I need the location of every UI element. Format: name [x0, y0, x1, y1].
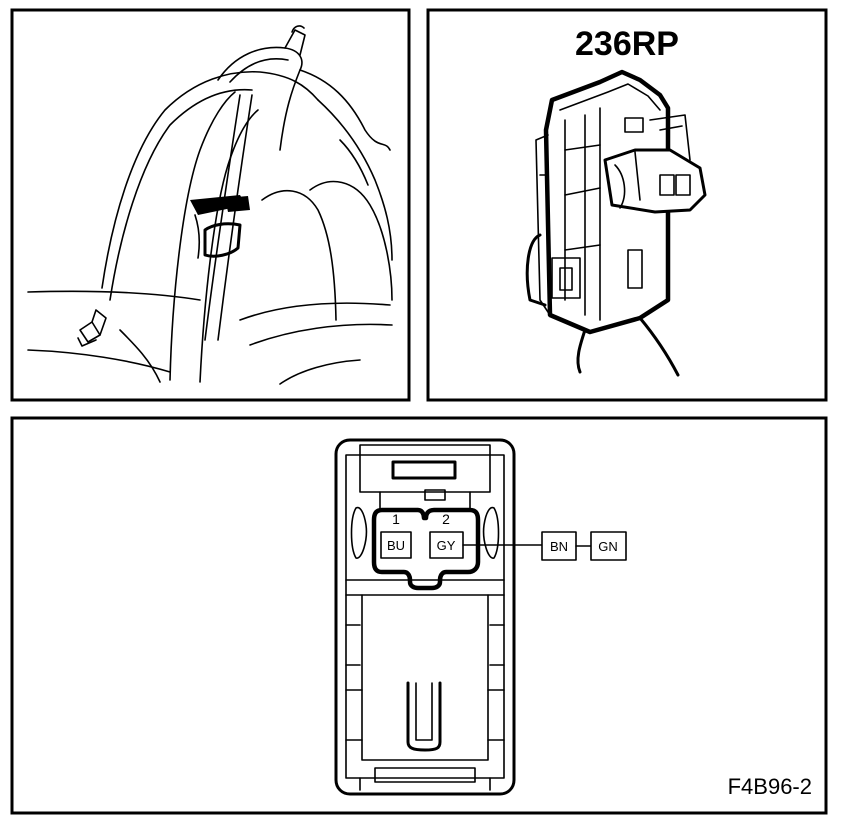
- pin-cavity-block: [371, 507, 481, 591]
- wire-color-bn: BN: [550, 539, 568, 554]
- pin-2-number: 2: [442, 511, 450, 527]
- pin-1-wire-color: BU: [387, 538, 405, 553]
- connector-id-title: 236RP: [575, 25, 679, 63]
- panel-pinout-view: 1 BU 2 GY BN GN F4B96-2: [10, 416, 828, 815]
- pin-1: 1 BU: [380, 511, 412, 559]
- pin-2-wire-color: GY: [437, 538, 456, 553]
- wire-box-bn: [541, 531, 577, 561]
- connector-face-outline: [334, 438, 516, 796]
- connector-housing-illustration: [525, 69, 707, 377]
- wire-color-gn: GN: [598, 539, 618, 554]
- figure-reference: F4B96-2: [728, 774, 812, 799]
- wire-box-gn: [590, 531, 627, 561]
- pin-1-number: 1: [392, 511, 400, 527]
- seat-location-illustration: [27, 25, 393, 385]
- pin-2-wire-run: BN GN: [462, 531, 627, 561]
- panel-connector-view: 236RP: [426, 8, 828, 402]
- panel-location-view: [10, 8, 411, 402]
- panel-pinout-frame: [10, 416, 828, 815]
- pin-1-box: [380, 531, 412, 559]
